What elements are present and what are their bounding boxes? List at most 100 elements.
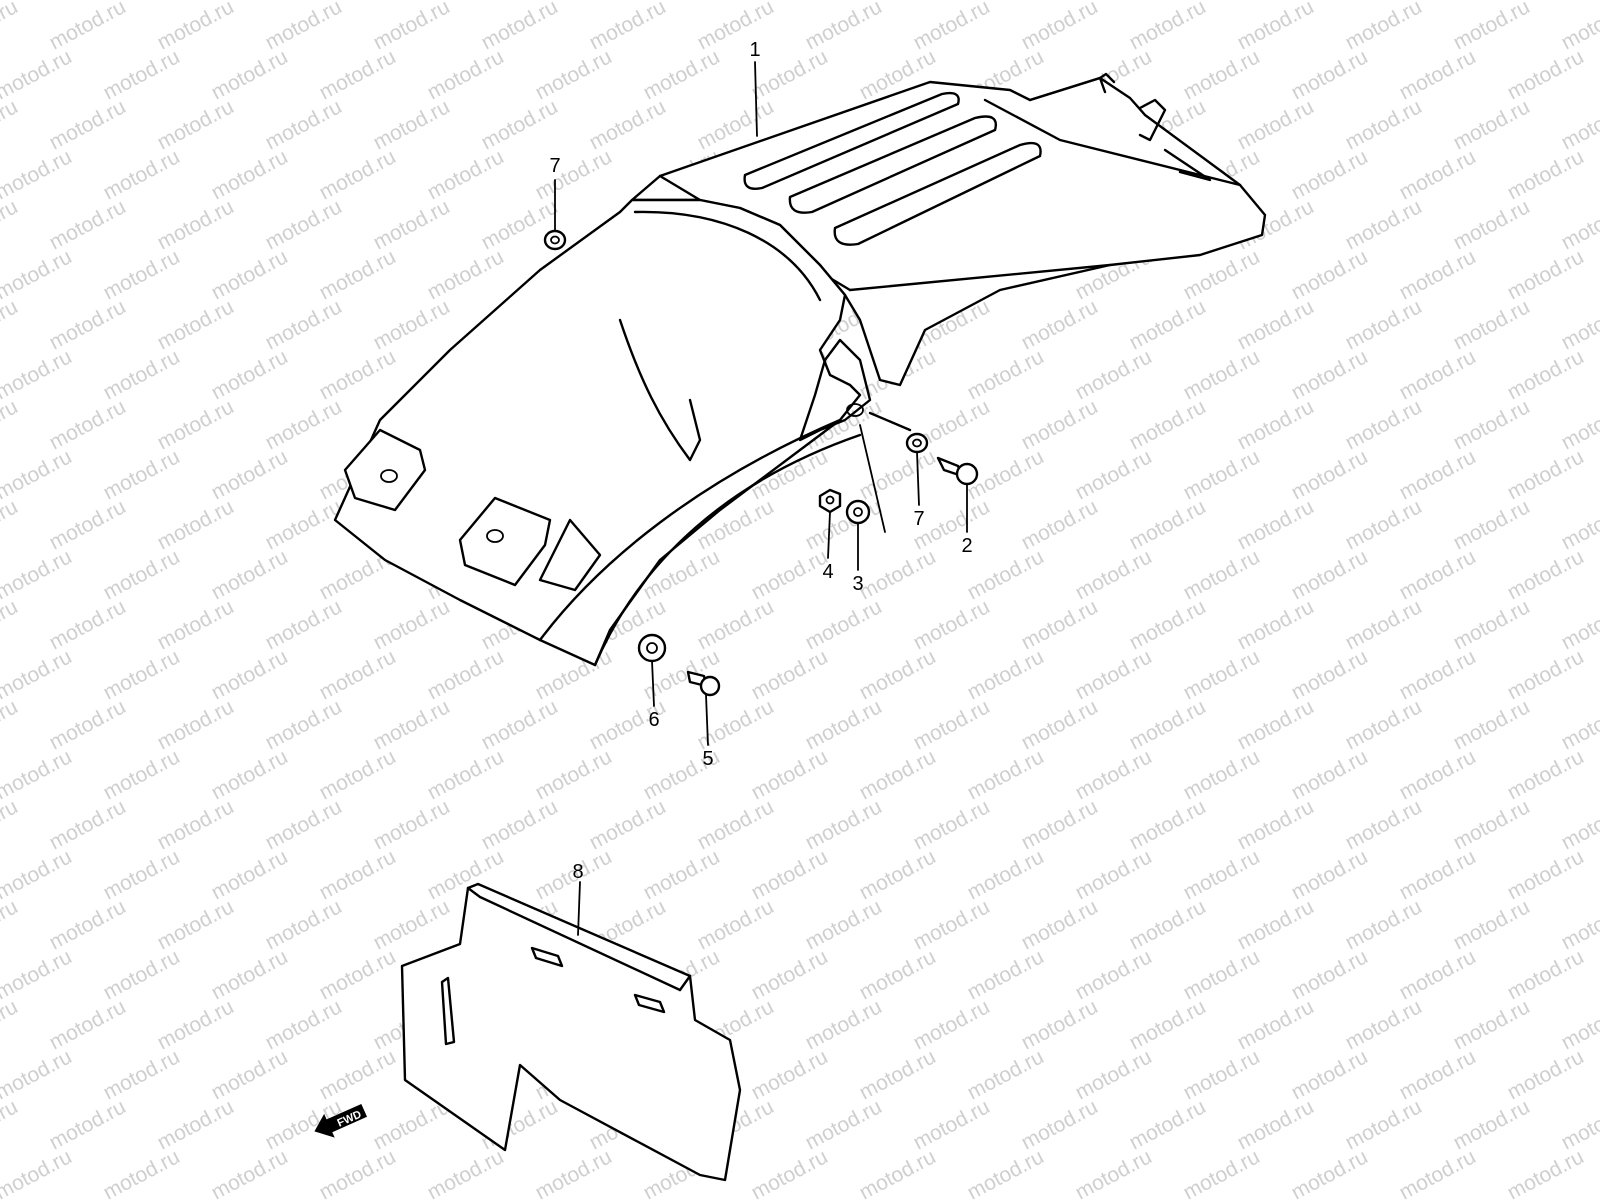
watermark-text: motod.ru [1504, 1145, 1588, 1200]
watermark-text: motod.ru [154, 1095, 238, 1154]
watermark-text: motod.ru [802, 695, 886, 754]
watermark-text: motod.ru [1342, 295, 1426, 354]
watermark-text: motod.ru [100, 1145, 184, 1200]
watermark-text: motod.ru [154, 495, 238, 554]
watermark-text: motod.ru [802, 1095, 886, 1154]
watermark-text: motod.ru [1396, 45, 1480, 104]
watermark-text: motod.ru [1180, 445, 1264, 504]
watermark-text: motod.ru [1504, 145, 1588, 204]
watermark-text: motod.ru [262, 695, 346, 754]
callout-6: 6 [648, 709, 659, 731]
watermark-text: motod.ru [154, 895, 238, 954]
watermark-text: motod.ru [154, 695, 238, 754]
watermark-text: motod.ru [1126, 495, 1210, 554]
watermark-text: motod.ru [856, 845, 940, 904]
watermark-text: motod.ru [0, 295, 22, 354]
callout-2: 2 [961, 535, 972, 557]
watermark-text: motod.ru [1504, 945, 1588, 1004]
watermark-text: motod.ru [154, 595, 238, 654]
watermark-text: motod.ru [1396, 345, 1480, 404]
watermark-text: motod.ru [0, 995, 22, 1054]
watermark-text: motod.ru [532, 745, 616, 804]
watermark-text: motod.ru [694, 795, 778, 854]
screw-5[interactable] [686, 670, 721, 697]
watermark-text: motod.ru [478, 795, 562, 854]
watermark-text: motod.ru [1396, 145, 1480, 204]
watermark-text: motod.ru [1558, 695, 1600, 754]
collar-right[interactable] [905, 432, 929, 454]
washer-6[interactable] [637, 633, 667, 663]
watermark-text: motod.ru [208, 145, 292, 204]
callout-8: 8 [572, 861, 583, 883]
watermark-text: motod.ru [802, 895, 886, 954]
watermark-text: motod.ru [802, 495, 886, 554]
watermark-text: motod.ru [1018, 595, 1102, 654]
mud-flap[interactable] [400, 882, 742, 1182]
watermark-text: motod.ru [1126, 395, 1210, 454]
watermark-text: motod.ru [1342, 695, 1426, 754]
watermark-text: motod.ru [1180, 45, 1264, 104]
watermark-text: motod.ru [370, 795, 454, 854]
watermark-text: motod.ru [694, 595, 778, 654]
watermark-text: motod.ru [856, 1045, 940, 1104]
watermark-text: motod.ru [262, 795, 346, 854]
watermark-text: motod.ru [1018, 1095, 1102, 1154]
watermark-text: motod.ru [1234, 295, 1318, 354]
watermark-text: motod.ru [1396, 245, 1480, 304]
watermark-text: motod.ru [424, 45, 508, 104]
watermark-text: motod.ru [1504, 645, 1588, 704]
watermark-text: motod.ru [0, 195, 22, 254]
watermark-text: motod.ru [46, 495, 130, 554]
watermark-text: motod.ru [1126, 0, 1210, 54]
watermark-text: motod.ru [1558, 495, 1600, 554]
watermark-text: motod.ru [46, 595, 130, 654]
watermark-text: motod.ru [0, 1095, 22, 1154]
watermark-text: motod.ru [1558, 1095, 1600, 1154]
watermark-text: motod.ru [154, 795, 238, 854]
watermark-text: motod.ru [316, 145, 400, 204]
watermark-text: motod.ru [964, 1045, 1048, 1104]
watermark-text: motod.ru [100, 1045, 184, 1104]
watermark-text: motod.ru [154, 995, 238, 1054]
watermark-text: motod.ru [316, 645, 400, 704]
watermark-text: motod.ru [208, 945, 292, 1004]
watermark-text: motod.ru [1504, 1045, 1588, 1104]
watermark-text: motod.ru [262, 595, 346, 654]
watermark-text: motod.ru [1504, 745, 1588, 804]
watermark-text: motod.ru [1072, 845, 1156, 904]
watermark-text: motod.ru [802, 995, 886, 1054]
watermark-text: motod.ru [0, 45, 76, 104]
rear-fender[interactable] [333, 72, 1267, 667]
watermark-text: motod.ru [0, 945, 76, 1004]
watermark-text: motod.ru [208, 1145, 292, 1200]
nut-4[interactable] [818, 488, 842, 514]
watermark-text: motod.ru [1234, 95, 1318, 154]
watermark-text: motod.ru [0, 845, 76, 904]
watermark-text: motod.ru [1018, 295, 1102, 354]
watermark-text: motod.ru [1342, 1095, 1426, 1154]
watermark-text: motod.ru [1450, 0, 1534, 54]
watermark-text: motod.ru [46, 195, 130, 254]
watermark-text: motod.ru [748, 645, 832, 704]
watermark-text: motod.ru [208, 445, 292, 504]
callout-7-top: 7 [549, 155, 560, 177]
watermark-text: motod.ru [1504, 845, 1588, 904]
watermark-text: motod.ru [1288, 845, 1372, 904]
callout-5: 5 [702, 748, 713, 770]
collar-top[interactable] [543, 229, 567, 251]
watermark-text: motod.ru [1234, 795, 1318, 854]
watermark-text: motod.ru [262, 995, 346, 1054]
watermark-text: motod.ru [208, 345, 292, 404]
watermark-text: motod.ru [316, 745, 400, 804]
watermark-text: motod.ru [1018, 995, 1102, 1054]
watermark-text: motod.ru [748, 1145, 832, 1200]
watermark-text: motod.ru [856, 445, 940, 504]
watermark-text: motod.ru [1288, 345, 1372, 404]
watermark-text: motod.ru [46, 395, 130, 454]
watermark-text: motod.ru [100, 745, 184, 804]
watermark-text: motod.ru [964, 745, 1048, 804]
watermark-text: motod.ru [1504, 345, 1588, 404]
watermark-text: motod.ru [1396, 645, 1480, 704]
watermark-text: motod.ru [1126, 995, 1210, 1054]
